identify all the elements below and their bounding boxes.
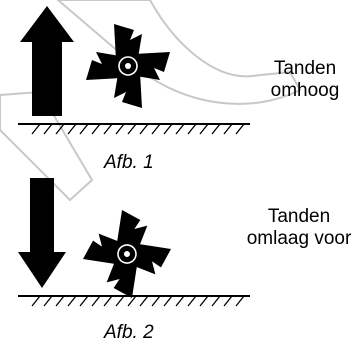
- panel-1-label-line-2: omhoog: [270, 80, 340, 101]
- panel-2-tine-rotor: [77, 204, 177, 304]
- panel-1-ground-line: [18, 123, 250, 135]
- panel-2-label-line-2: omlaag voor: [246, 228, 352, 249]
- panel-1-up-arrow: [20, 6, 74, 116]
- panel-2-label: Tanden omlaag voor: [236, 206, 362, 250]
- panel-2-ground-line: [18, 295, 250, 307]
- watermark-outline: [56, 0, 302, 105]
- panel-1-label: Tanden omhoog: [248, 58, 362, 102]
- panel-2-label-line-1: Tanden: [267, 206, 331, 227]
- panel-1-caption: Afb. 1: [104, 152, 154, 173]
- panel-2-caption: Afb. 2: [104, 322, 154, 343]
- panel-2-down-arrow: [18, 178, 66, 288]
- panel-1-label-line-1: Tanden: [273, 58, 337, 79]
- panel-1-tine-rotor: [86, 24, 170, 108]
